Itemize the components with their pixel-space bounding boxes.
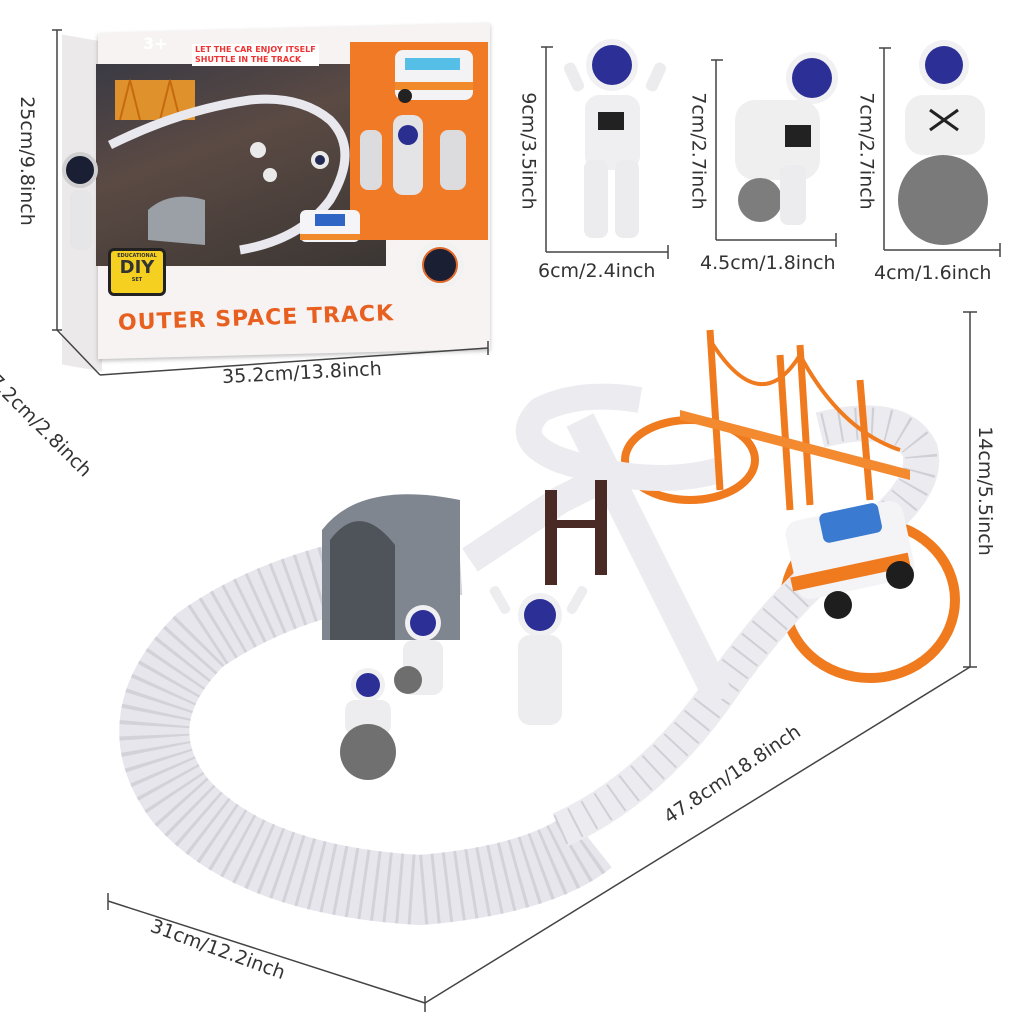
box-astronaut-art	[250, 142, 329, 182]
box-slogan: LET THE CAR ENJOY ITSELF SHUTTLE IN THE …	[192, 44, 319, 66]
figure1-width-label: 6cm/2.4inch	[538, 260, 656, 282]
figure1-height-label: 9cm/3.5inch	[517, 92, 540, 210]
track-astronaut-arms-up	[489, 585, 588, 725]
track-height-label: 14cm/5.5inch	[973, 426, 996, 556]
brown-towers	[545, 480, 607, 585]
box-car-art	[300, 210, 360, 242]
box-side-astronaut	[62, 152, 98, 250]
box-tunnel-art	[148, 196, 205, 245]
toy-car	[785, 501, 915, 619]
age-label: 3+	[143, 34, 168, 53]
moon-ball-icon	[898, 155, 988, 245]
box-window-figures	[360, 115, 466, 195]
figure3-height-label: 7cm/2.7inch	[855, 92, 878, 210]
astronaut-figure-3	[898, 40, 988, 245]
box-height-label: 25cm/9.8inch	[15, 96, 38, 226]
box-window-car	[395, 50, 473, 103]
track-astronaut-sitting	[340, 668, 396, 780]
figure2-dimension-lines	[711, 59, 837, 247]
astronaut-figure-1	[563, 39, 667, 238]
box-astronaut-large	[416, 241, 464, 289]
track-dimension-lines	[107, 311, 977, 1012]
box-dimension-lines	[52, 29, 489, 376]
figure1-dimension-lines	[541, 46, 669, 259]
orange-bridge	[680, 329, 910, 511]
figure2-width-label: 4.5cm/1.8inch	[700, 252, 836, 274]
astronaut-figure-2	[735, 52, 838, 225]
figure3-width-label: 4cm/1.6inch	[874, 262, 992, 284]
figure3-dimension-lines	[879, 47, 1001, 257]
moon-ball-icon	[738, 178, 782, 222]
tunnel	[322, 494, 460, 640]
figure2-height-label: 7cm/2.7inch	[687, 92, 710, 210]
flexible-track-segments	[119, 525, 612, 926]
track-astronaut-on-ball	[394, 605, 443, 695]
spiral-track-upper	[515, 383, 724, 491]
diy-badge: EDUCATIONAL DIY SET	[108, 248, 166, 296]
